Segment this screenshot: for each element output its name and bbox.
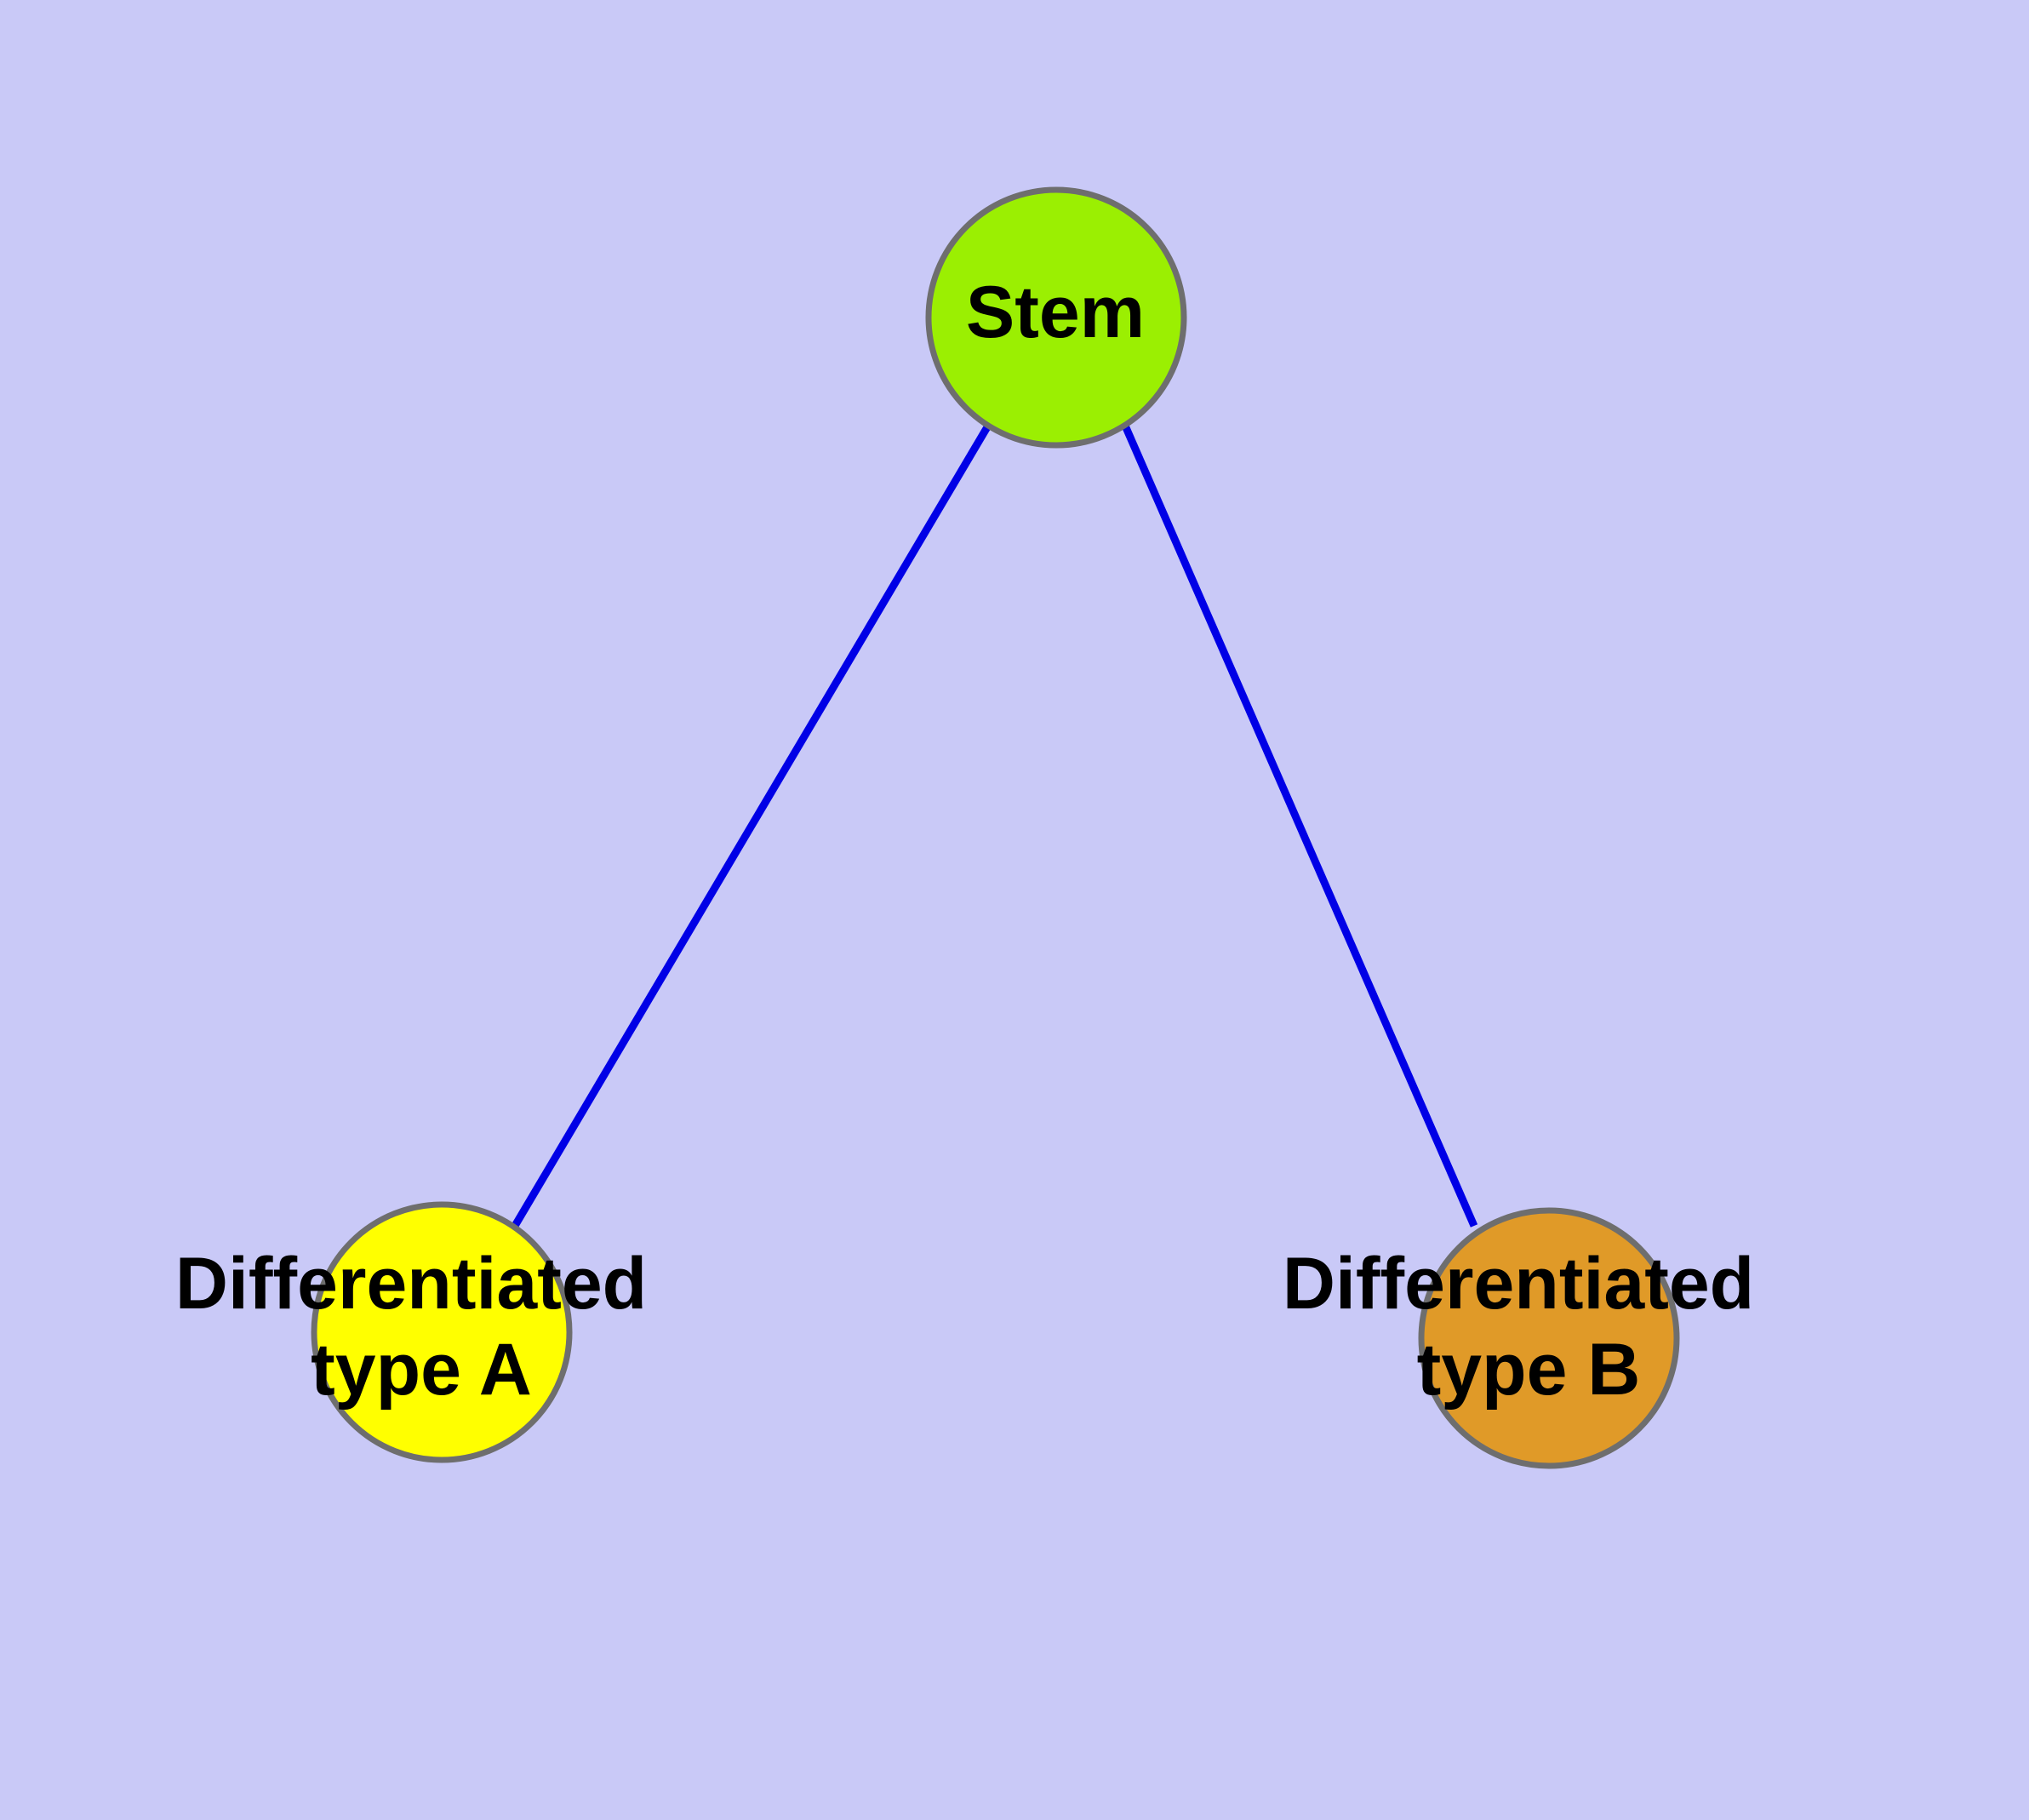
node-diff-a-label-line-2: type A (311, 1329, 532, 1411)
node-diff-b-circle[interactable] (1418, 1207, 1680, 1469)
node-stem-label-line-1: Stem (966, 272, 1145, 353)
edge-stem-to-diff-a[interactable] (512, 423, 992, 1228)
node-diff-a-label: Differentiated type A (175, 1243, 667, 1411)
node-diff-b-label: Differentiated type B (1283, 1243, 1775, 1411)
node-diff-a-label-line-1: Differentiated (175, 1243, 647, 1325)
node-stem-circle[interactable] (925, 186, 1187, 449)
edges-group (512, 423, 1478, 1228)
node-diff-b-label-line-2: type B (1417, 1329, 1641, 1411)
node-stem-label: Stem (966, 272, 1145, 353)
node-diff-a-circle[interactable] (311, 1201, 573, 1463)
edge-stem-to-diff-b[interactable] (1121, 424, 1478, 1228)
node-diff-b-label-line-1: Differentiated (1283, 1243, 1754, 1325)
labels-group: Stem Differentiated type A Differentiate… (175, 272, 1775, 1411)
nodes-group (311, 186, 1680, 1469)
